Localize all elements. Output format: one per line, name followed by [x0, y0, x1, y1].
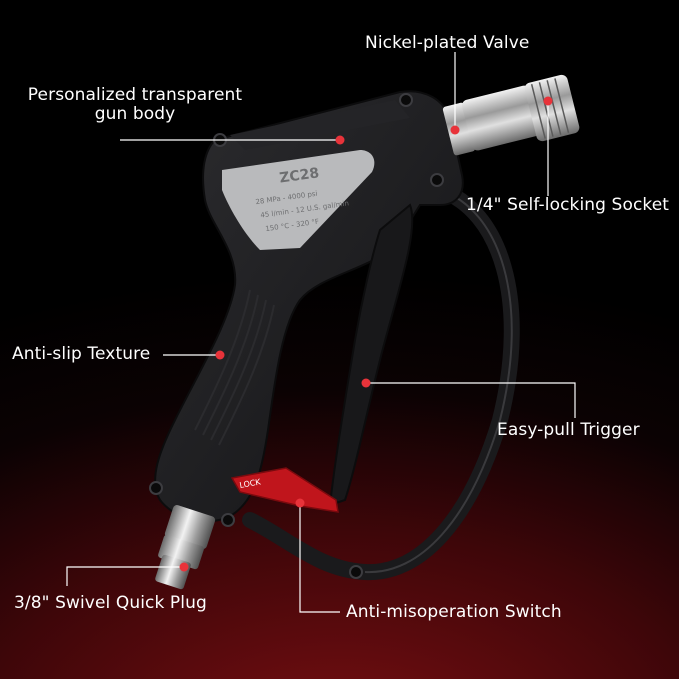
callout-texture: Anti-slip Texture: [12, 344, 151, 364]
callout-body: Personalized transparent gun body: [27, 85, 243, 124]
spec-plate: [222, 150, 375, 250]
callout-plug: 3/8" Swivel Quick Plug: [14, 593, 207, 613]
callout-socket: 1/4" Self-locking Socket: [466, 195, 670, 215]
callout-lines: [66, 52, 576, 613]
anti-misoperation-switch: [230, 467, 339, 513]
gun-body: [154, 90, 464, 523]
callout-switch: Anti-misoperation Switch: [346, 602, 562, 622]
lock-text: LOCK: [239, 477, 262, 490]
socket-assembly: [442, 74, 580, 156]
callout-trigger: Easy-pull Trigger: [497, 420, 640, 440]
callout-dots: [179, 96, 553, 572]
trigger-lever: [328, 203, 414, 507]
callout-valve: Nickel-plated Valve: [365, 33, 530, 53]
grip-texture: [194, 289, 275, 446]
model-text: ZC28: [278, 165, 320, 186]
quick-plug-assembly: [155, 505, 216, 590]
